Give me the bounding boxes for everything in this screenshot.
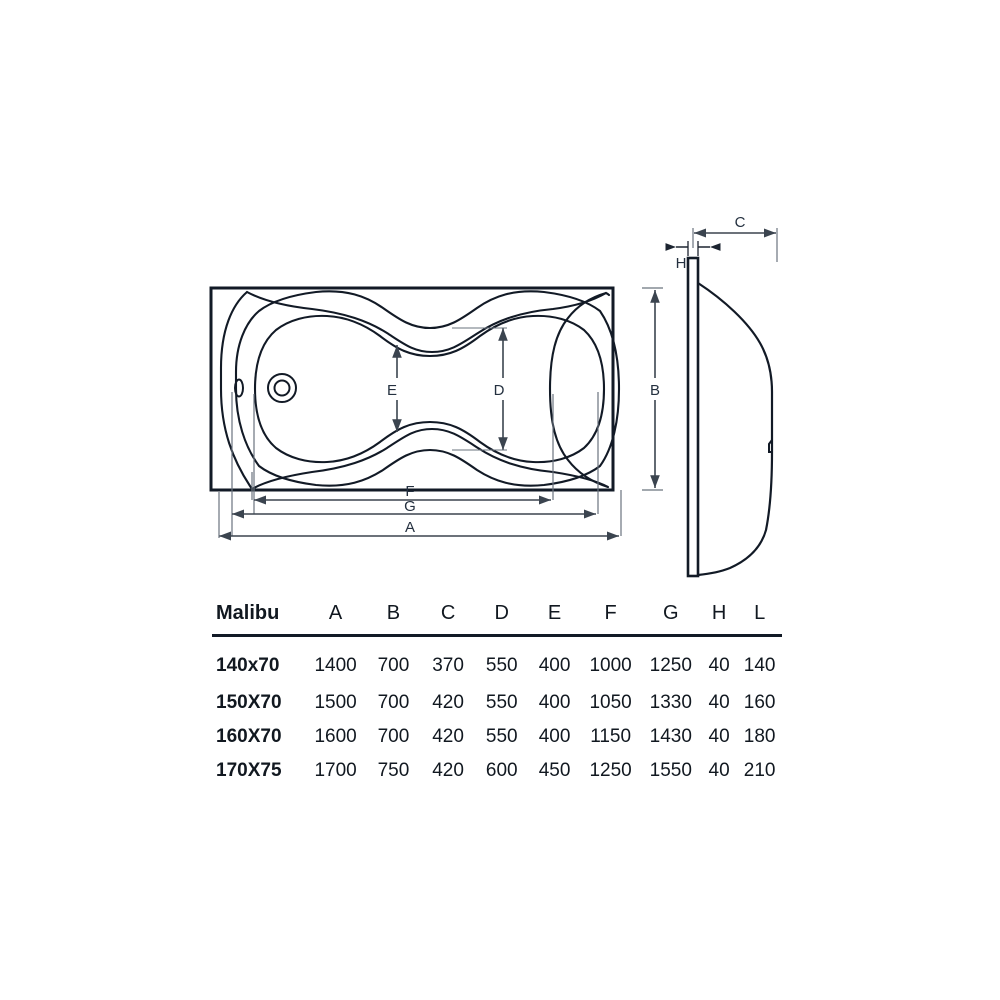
row-value-C: 420 — [432, 691, 464, 713]
specs-header-B: B — [386, 602, 401, 624]
dimension-label-B-backdrop — [643, 378, 667, 400]
specs-table: Malibu A B C D E F G H L 140x70 1400 700 — [212, 596, 782, 787]
top-view-group: E D B F G — [209, 286, 667, 541]
row-value-D: 600 — [485, 759, 518, 781]
table-row: 160X70 1600 700 420 550 400 1150 1430 40… — [212, 719, 782, 753]
row-value-H: 40 — [708, 654, 730, 676]
row-value-A: 1400 — [314, 654, 357, 676]
dimension-label-H: H — [676, 255, 687, 272]
specs-header-H: H — [711, 602, 727, 624]
side-view-group: C H — [665, 214, 778, 578]
table-row: 140x70 1400 700 370 550 400 1000 1250 40… — [212, 636, 782, 686]
specs-header-F: F — [604, 602, 617, 624]
specs-table-head: Malibu A B C D E F G H L — [212, 596, 782, 636]
table-row: 150X70 1500 700 420 550 400 1050 1330 40… — [212, 685, 782, 719]
table-row: 170X75 1700 750 420 600 450 1250 1550 40… — [212, 753, 782, 787]
row-value-C: 420 — [432, 759, 464, 781]
dimension-label-F: F — [405, 483, 414, 500]
specs-header-L: L — [754, 602, 766, 624]
row-value-C: 420 — [432, 725, 464, 747]
row-value-H: 40 — [708, 759, 730, 781]
tub-outline-rect — [209, 286, 615, 492]
row-value-A: 1600 — [314, 725, 357, 747]
row-value-L: 160 — [743, 691, 776, 713]
row-value-H: 40 — [708, 725, 730, 747]
row-value-E: 400 — [538, 654, 571, 676]
specs-table-body: 140x70 1400 700 370 550 400 1000 1250 40… — [212, 636, 782, 788]
drain-hole-outer-icon — [267, 373, 297, 403]
row-model: 170X75 — [216, 759, 282, 781]
dimension-label-B: B — [650, 382, 660, 399]
row-value-F: 1250 — [589, 759, 632, 781]
row-value-A: 1700 — [314, 759, 357, 781]
dimension-label-C: C — [735, 214, 746, 231]
specs-header-E: E — [547, 602, 562, 624]
row-value-E: 450 — [538, 759, 571, 781]
dimension-label-D: D — [494, 382, 505, 399]
row-value-F: 1000 — [589, 654, 632, 676]
tub-rim-outer-right-cap — [548, 291, 609, 489]
row-value-D: 550 — [485, 725, 518, 747]
side-view-rim-slab — [686, 256, 700, 578]
tub-basin-contour — [253, 314, 606, 464]
row-value-D: 550 — [485, 654, 518, 676]
row-value-E: 400 — [538, 725, 571, 747]
tub-rim-outer-contour — [219, 290, 611, 491]
side-view-step-notch — [768, 439, 773, 453]
row-value-C: 370 — [432, 654, 464, 676]
dimension-label-A: A — [405, 519, 415, 536]
row-value-L: 140 — [743, 654, 776, 676]
row-value-H: 40 — [708, 691, 730, 713]
specs-header-D: D — [494, 602, 509, 624]
row-value-E: 400 — [538, 691, 571, 713]
specification-table: Malibu A B C D E F G H L 140x70 1400 700 — [212, 596, 782, 787]
row-value-D: 550 — [485, 691, 518, 713]
row-value-B: 700 — [377, 725, 410, 747]
specs-header-model: Malibu — [216, 602, 280, 624]
row-value-G: 1550 — [649, 759, 692, 781]
dimension-label-E-backdrop — [384, 378, 410, 400]
row-value-F: 1150 — [590, 725, 632, 747]
drain-hole-inner-icon — [273, 379, 291, 397]
row-value-L: 180 — [743, 725, 776, 747]
row-value-B: 700 — [377, 691, 410, 713]
specs-header-row: Malibu A B C D E F G H L — [212, 596, 782, 636]
tub-rim-middle-contour — [234, 290, 621, 487]
row-value-G: 1250 — [649, 654, 692, 676]
row-value-G: 1430 — [649, 725, 692, 747]
row-value-B: 700 — [377, 654, 410, 676]
row-value-F: 1050 — [589, 691, 632, 713]
dimension-label-E: E — [387, 382, 397, 399]
specs-header-C: C — [440, 602, 456, 624]
dimension-label-D-backdrop — [490, 378, 516, 400]
specs-header-G: G — [663, 602, 679, 624]
row-model: 140x70 — [216, 654, 280, 676]
row-model: 160X70 — [216, 725, 282, 747]
row-value-G: 1330 — [649, 691, 692, 713]
row-model: 150X70 — [216, 691, 282, 713]
row-value-B: 750 — [377, 759, 410, 781]
specs-header-A: A — [328, 602, 343, 624]
row-value-A: 1500 — [314, 691, 357, 713]
overflow-hole-icon — [234, 378, 244, 398]
side-view-body-profile — [697, 282, 774, 577]
row-value-L: 210 — [743, 759, 776, 781]
dimension-label-G: G — [404, 498, 416, 515]
